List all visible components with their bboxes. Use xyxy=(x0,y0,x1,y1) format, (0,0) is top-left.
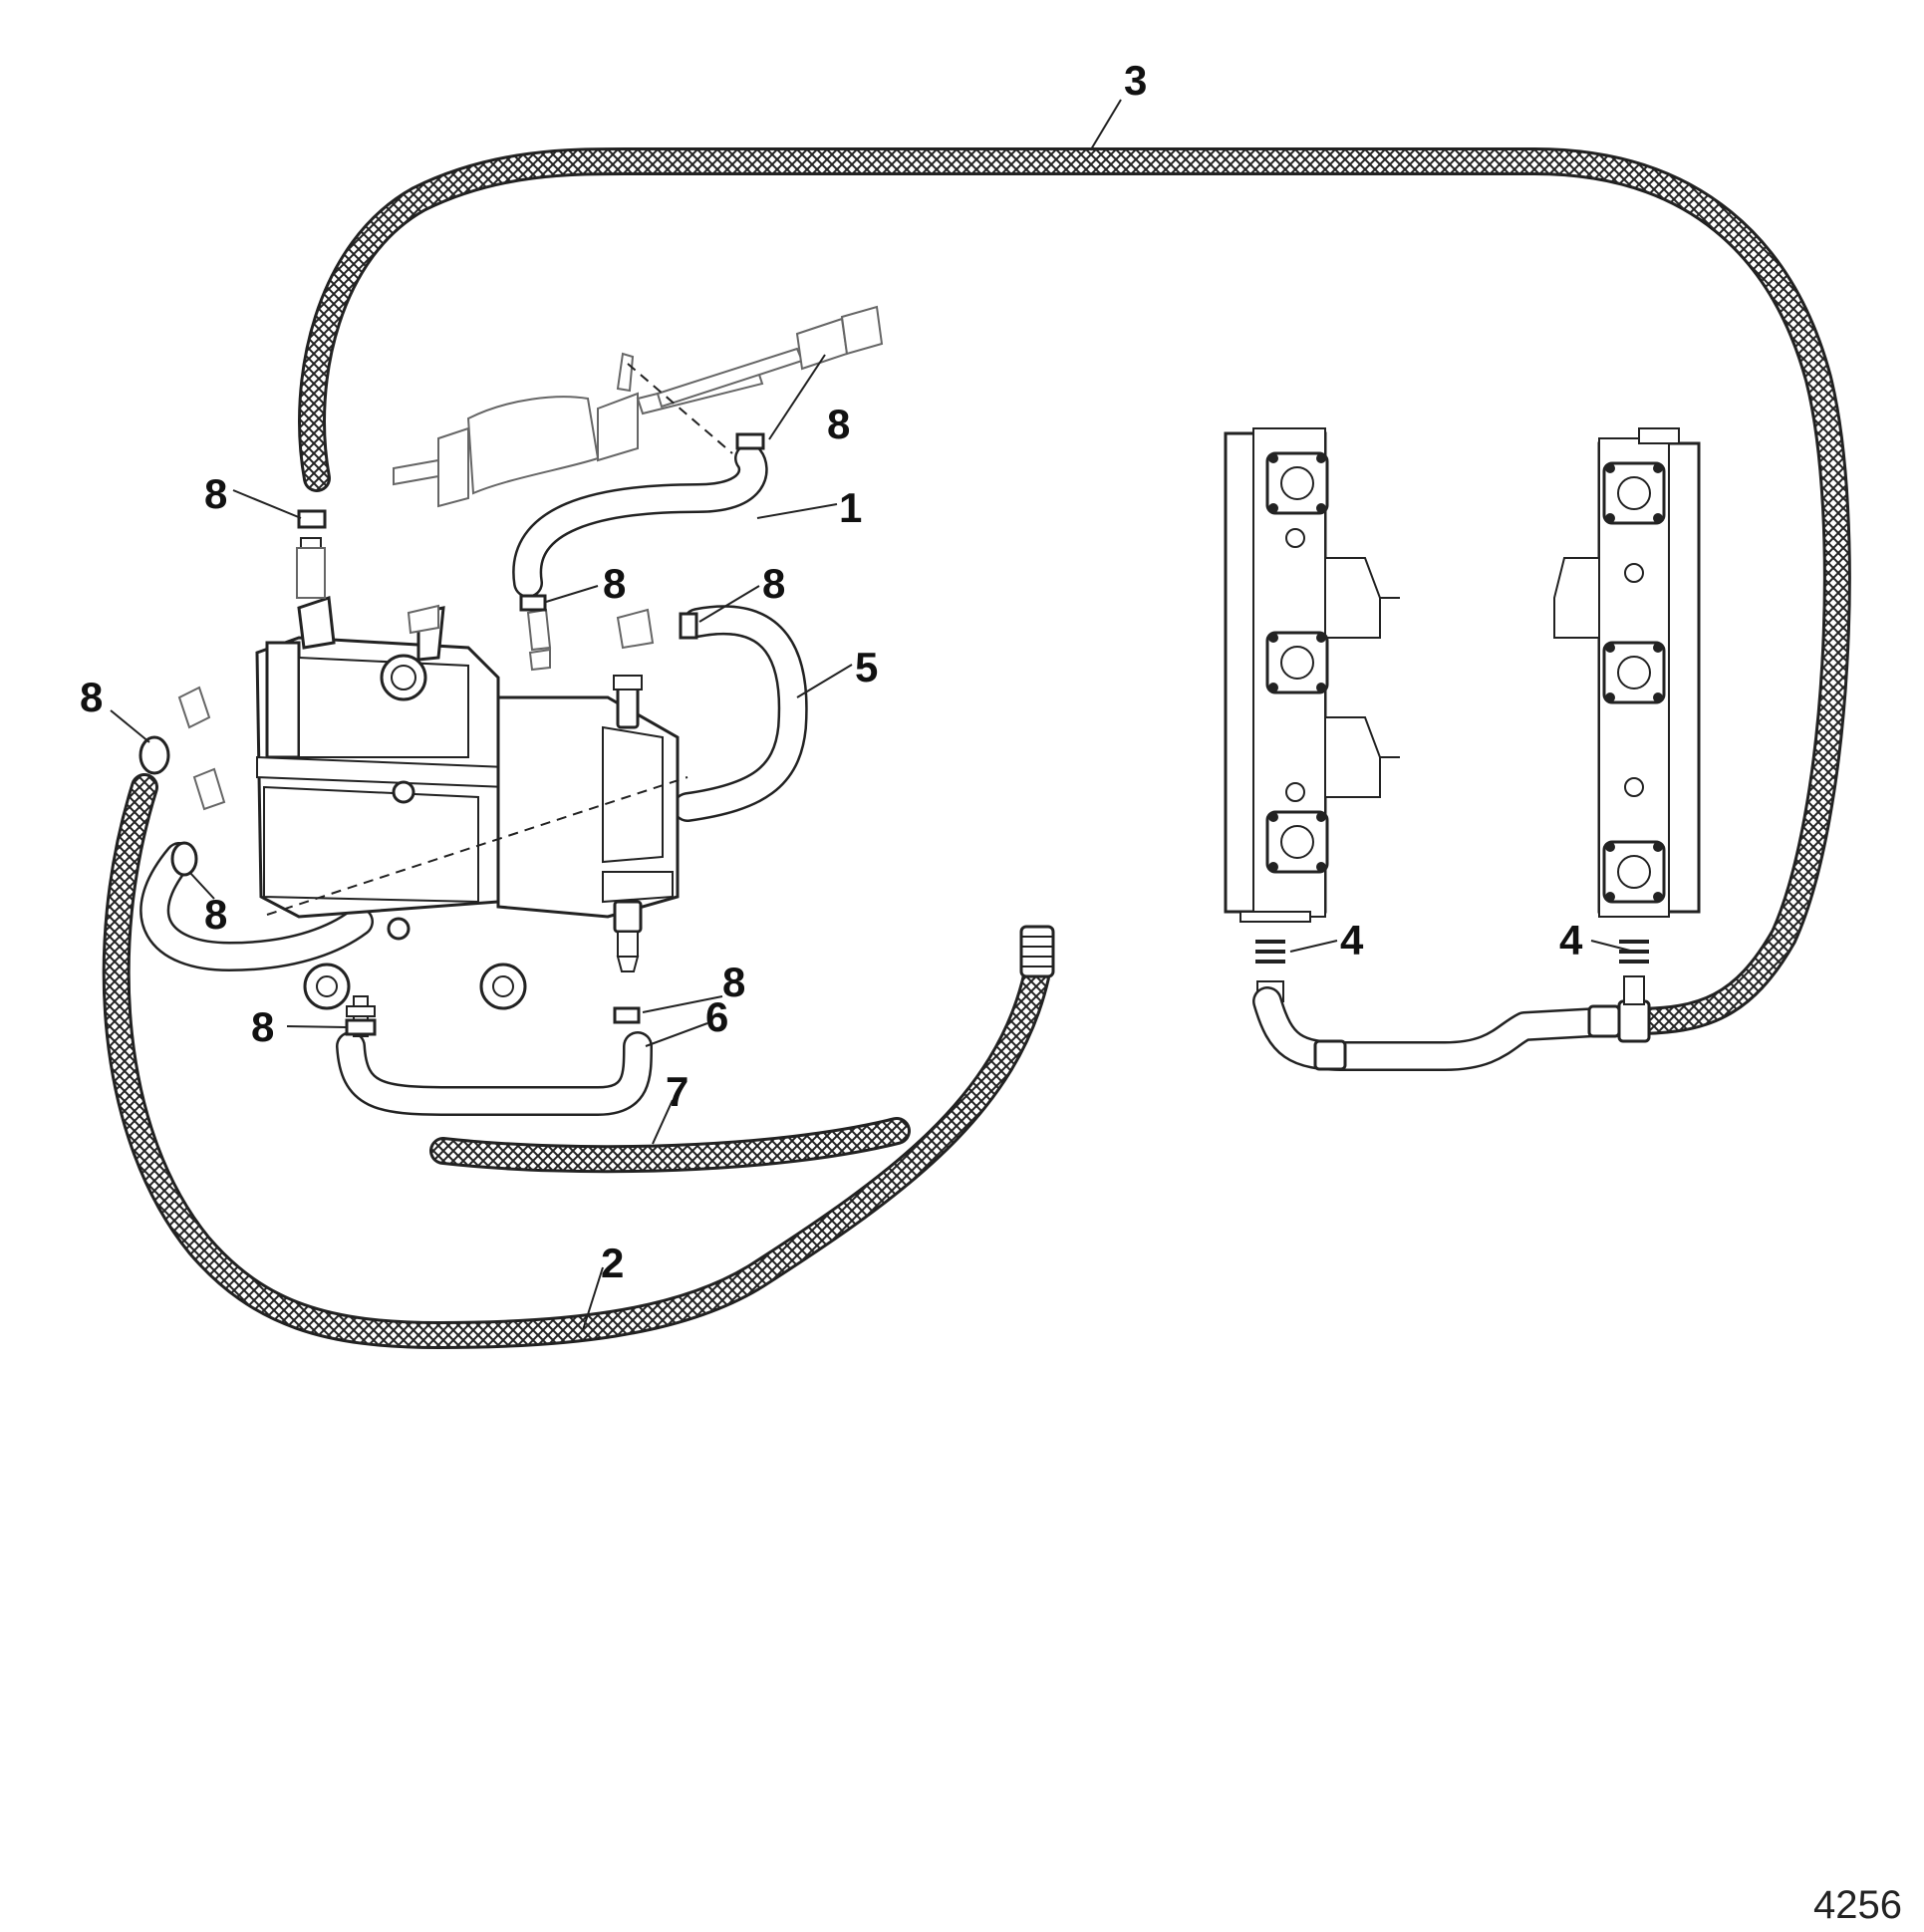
clamp-icon xyxy=(679,612,698,640)
clamp-icon xyxy=(345,1018,377,1036)
callout-5: 5 xyxy=(855,644,878,690)
injector-port-3 xyxy=(1265,810,1329,874)
fuel-rail-starboard xyxy=(1553,427,1701,964)
clamp-icon xyxy=(170,841,198,877)
hose-5 xyxy=(673,605,808,822)
clamp-icon xyxy=(297,509,327,529)
clamp-icon xyxy=(735,432,765,450)
callout-8: 8 xyxy=(827,401,850,447)
clamp-icon xyxy=(519,594,547,612)
callout-4: 4 xyxy=(1559,917,1583,964)
clamp-icon xyxy=(138,735,170,775)
hose-2-braided xyxy=(102,773,1055,1349)
injector-port-5 xyxy=(1602,641,1666,704)
callout-8: 8 xyxy=(603,560,626,607)
callout-8: 8 xyxy=(722,959,745,1005)
hose-6 xyxy=(336,1031,653,1116)
injector-port-4 xyxy=(1602,461,1666,525)
injector-port-2 xyxy=(1265,631,1329,694)
callouts: 3 1 8 8 8 8 5 8 8 8 8 6 7 2 4 4 xyxy=(80,57,1583,1286)
callout-7: 7 xyxy=(666,1068,688,1115)
hose-return-left xyxy=(139,842,374,971)
hose-3-braided xyxy=(298,146,1851,1035)
callout-3: 3 xyxy=(1124,57,1147,104)
callout-8: 8 xyxy=(251,1003,274,1050)
hose-1 xyxy=(512,443,768,598)
injector-port-6 xyxy=(1602,840,1666,904)
fuel-filter-reference xyxy=(393,305,884,508)
hose-7-braided xyxy=(429,1117,911,1174)
callout-1: 1 xyxy=(839,484,862,531)
clamps xyxy=(138,432,765,1036)
rail-crossover-tube xyxy=(1252,975,1651,1071)
callout-8: 8 xyxy=(204,470,227,517)
callout-8: 8 xyxy=(762,560,785,607)
leader-lines xyxy=(110,99,1635,1331)
callout-8: 8 xyxy=(204,891,227,938)
callout-2: 2 xyxy=(601,1240,624,1286)
callout-8: 8 xyxy=(80,674,103,720)
hose-2-end-fitting xyxy=(1019,925,1055,978)
callout-4: 4 xyxy=(1340,917,1364,964)
figure-number: 4256 xyxy=(1813,1883,1902,1927)
vapor-separator-assembly xyxy=(177,537,688,1037)
callout-6: 6 xyxy=(705,993,728,1040)
injector-port-1 xyxy=(1265,451,1329,515)
fuel-rail-port xyxy=(1224,427,1400,1002)
clamp-icon xyxy=(613,1006,641,1024)
